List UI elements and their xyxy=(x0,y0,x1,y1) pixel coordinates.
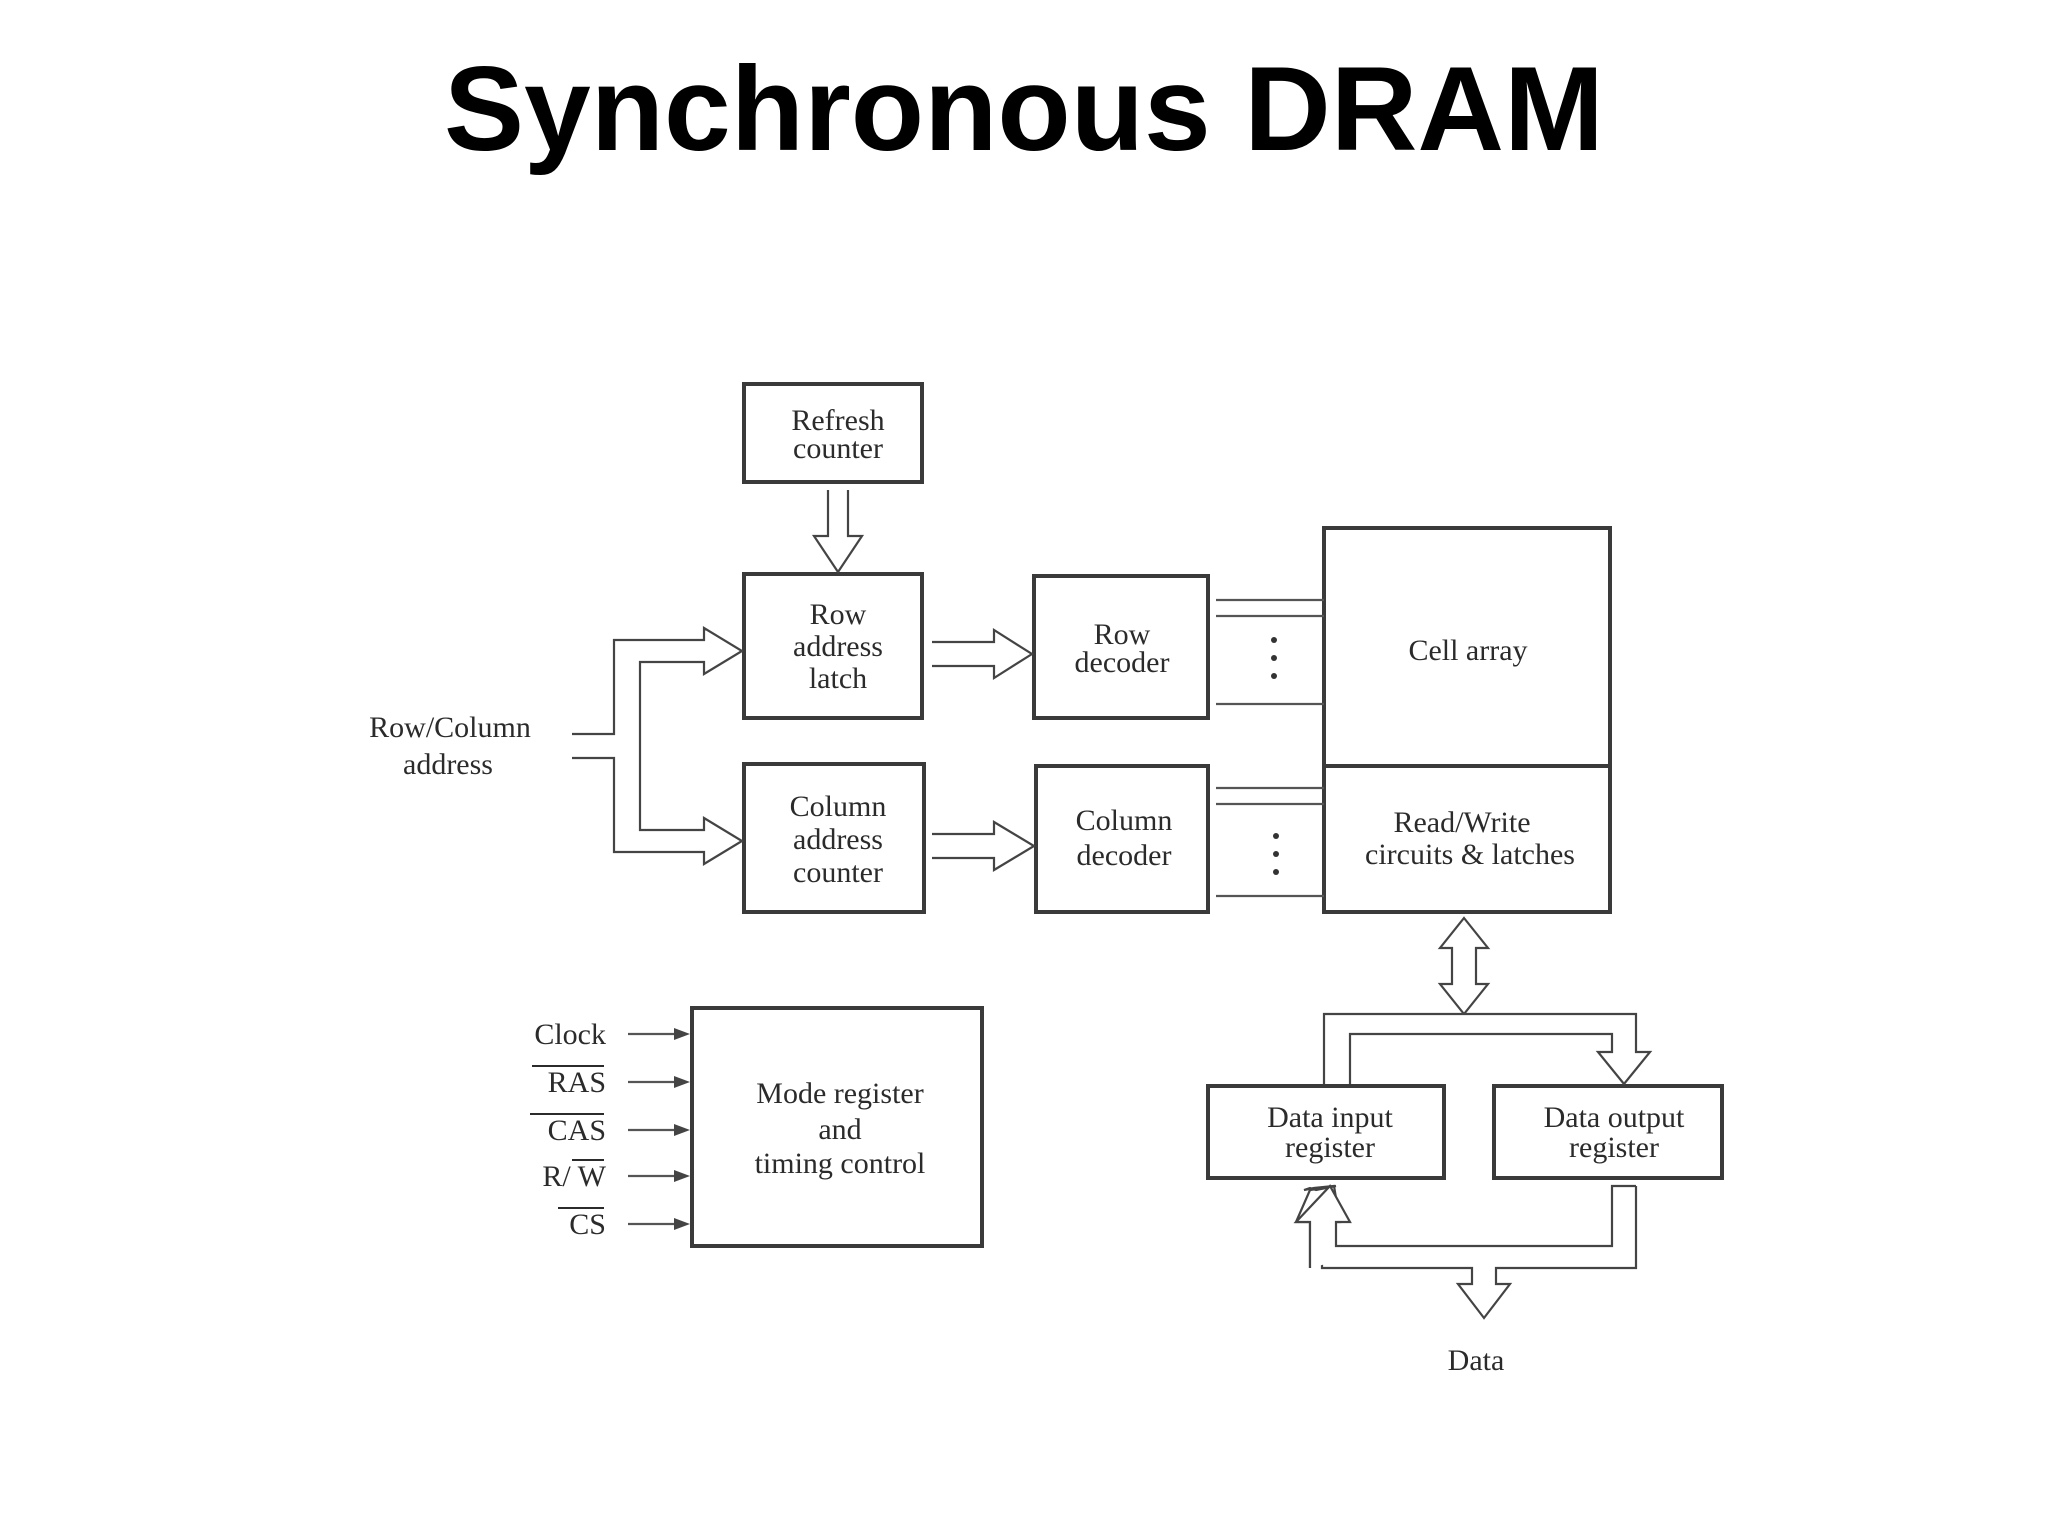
refresh-counter-line-1: Refresh xyxy=(791,404,884,437)
cell-array-label: Cell array xyxy=(1408,634,1527,667)
clock-signal-arrow xyxy=(628,1028,690,1040)
rw-label: R/ W xyxy=(542,1160,606,1193)
row-decoder-line-2: decoder xyxy=(1075,646,1170,679)
row-decoder-output-lines xyxy=(1216,598,1324,706)
column-address-counter-line-2: address xyxy=(793,823,883,856)
mode-register-block: Mode register and timing control xyxy=(690,1006,984,1248)
row-address-latch-line-3: latch xyxy=(809,662,867,695)
row-column-address-label-line-1: Row/Column xyxy=(369,711,531,744)
rw-signal-arrow xyxy=(628,1170,690,1182)
column-decoder-line-2: decoder xyxy=(1077,839,1172,872)
column-counter-to-decoder-arrow xyxy=(932,820,1037,872)
column-decoder-output-lines xyxy=(1216,786,1324,898)
row-address-latch-block: Row address latch xyxy=(742,572,924,720)
refresh-to-row-latch-arrow xyxy=(811,490,865,574)
row-decoder-line-1: Row xyxy=(1094,618,1151,651)
data-input-register-line-1: Data input xyxy=(1267,1101,1393,1134)
cas-label: CAS xyxy=(548,1114,606,1147)
row-address-latch-line-1: Row xyxy=(810,598,867,631)
data-input-register-block: Data input register xyxy=(1206,1084,1446,1180)
upper-data-bus xyxy=(1322,1012,1653,1086)
clock-label: Clock xyxy=(534,1018,606,1051)
ras-label: RAS xyxy=(548,1066,606,1099)
data-input-register-arrow xyxy=(1293,1184,1636,1268)
read-write-line-1: Read/Write xyxy=(1393,806,1530,839)
column-address-counter-line-1: Column xyxy=(790,790,887,823)
mode-register-line-1: Mode register xyxy=(756,1077,923,1110)
column-decoder-line-1: Column xyxy=(1076,804,1173,837)
mode-register-line-2: and xyxy=(818,1113,861,1146)
mode-register-line-3: timing control xyxy=(755,1147,926,1180)
row-decoder-block: Row decoder xyxy=(1032,574,1210,720)
data-output-register-line-1: Data output xyxy=(1544,1101,1685,1134)
cell-array-block: Cell array xyxy=(1322,526,1612,914)
read-write-circuits-block: Read/Write circuits & latches xyxy=(1365,806,1575,871)
address-bus-to-row-latch xyxy=(572,626,745,866)
slide-title: Synchronous DRAM xyxy=(443,42,1605,176)
refresh-counter-line-2: counter xyxy=(793,432,883,465)
row-address-latch-line-2: address xyxy=(793,630,883,663)
read-write-line-2: circuits & latches xyxy=(1365,838,1575,871)
column-address-counter-line-3: counter xyxy=(793,856,883,889)
column-decoder-block: Column decoder xyxy=(1034,764,1210,914)
cas-signal-arrow xyxy=(628,1124,690,1136)
data-input-register-line-2: register xyxy=(1285,1131,1375,1164)
data-output-register-line-2: register xyxy=(1569,1131,1659,1164)
row-latch-to-decoder-arrow xyxy=(932,628,1035,680)
column-address-counter-block: Column address counter xyxy=(742,762,926,914)
row-column-address-label-line-2: address xyxy=(403,748,493,781)
refresh-counter-block: Refresh counter xyxy=(742,382,924,484)
data-output-register-block: Data output register xyxy=(1492,1084,1724,1180)
cs-label: CS xyxy=(569,1208,606,1241)
read-write-bidirectional-arrow xyxy=(1437,916,1491,1016)
cs-signal-arrow xyxy=(628,1218,690,1230)
ras-signal-arrow xyxy=(628,1076,690,1088)
data-label: Data xyxy=(1448,1344,1505,1377)
